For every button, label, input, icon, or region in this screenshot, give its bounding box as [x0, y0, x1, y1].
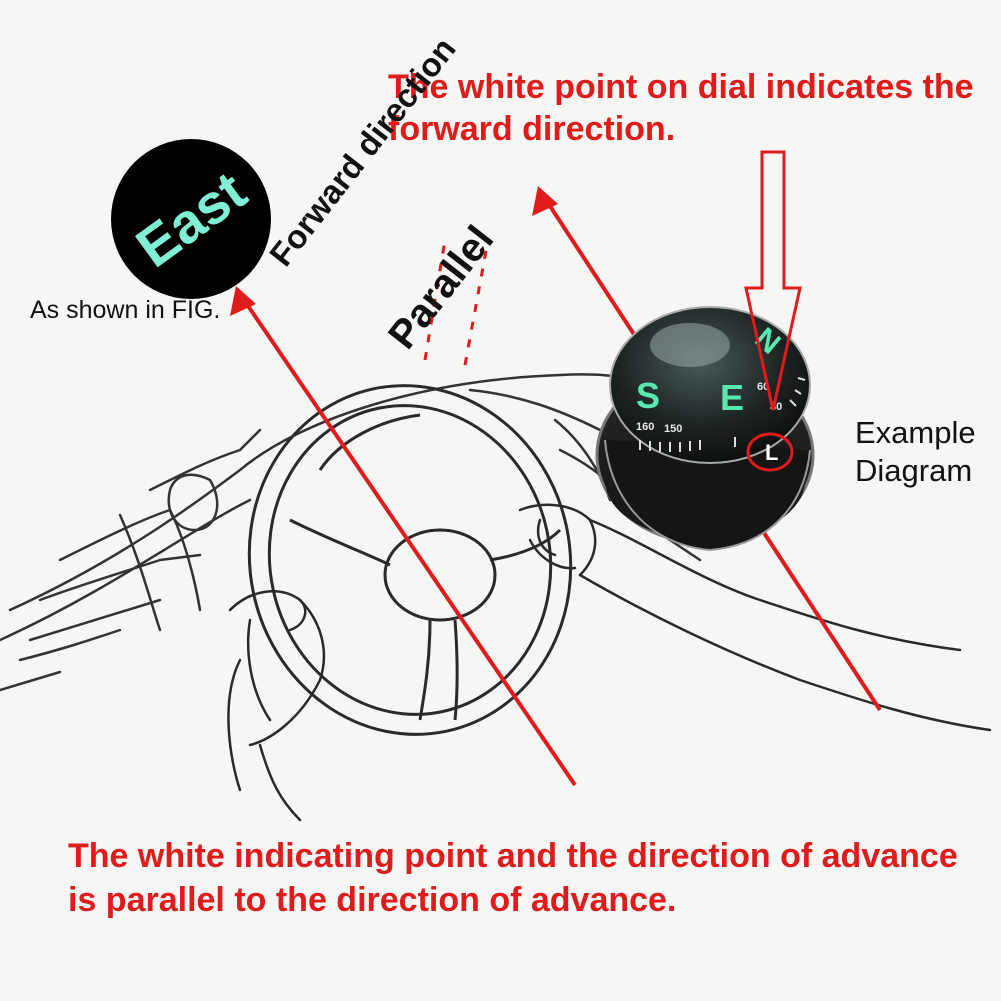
bottom-caption: The white indicating point and the direc…	[68, 837, 958, 919]
parallel-dashed-guides	[423, 239, 490, 366]
left-arrow-head	[230, 286, 256, 316]
compass-tick-marks	[639, 377, 806, 452]
steering-wheel-sketch	[247, 384, 573, 736]
top-caption: The white point on dial indicates the fo…	[388, 68, 974, 148]
example-diagram-label: Example Diagram	[855, 415, 976, 488]
right-arrow-head	[532, 186, 558, 216]
fig-note: As shown in FIG.	[30, 296, 221, 324]
east-indicator-disc: East	[111, 139, 271, 299]
compass-number-160: 160	[636, 421, 654, 433]
compass-number-150: 150	[664, 423, 682, 435]
compass-letter-s: S	[636, 375, 660, 416]
white-point-highlight	[746, 432, 794, 472]
hands-sketch	[227, 503, 992, 822]
compass-dome: S E N L 160 150 60 80	[595, 306, 815, 552]
east-label: East	[124, 158, 258, 280]
compass-marker: L	[765, 440, 778, 465]
hollow-pointer-arrow	[744, 150, 802, 411]
left-arrow-shaft	[242, 298, 577, 787]
compass-letter-e: E	[720, 377, 744, 418]
